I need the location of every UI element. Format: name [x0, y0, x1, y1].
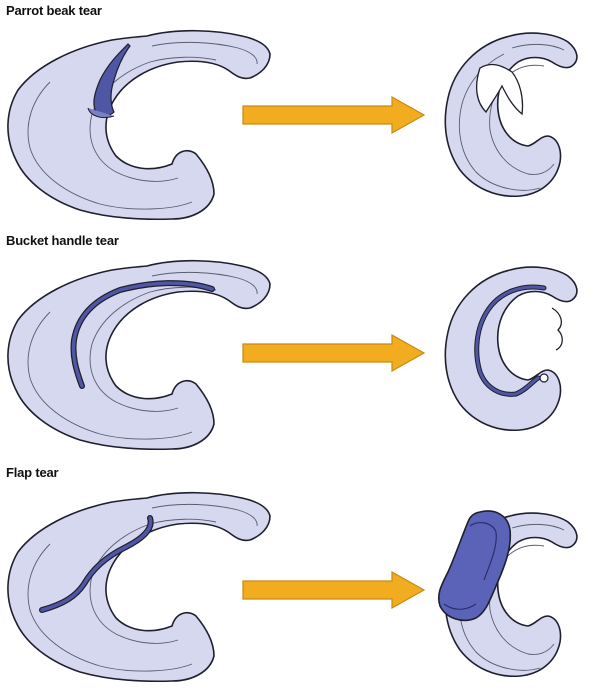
arrow-row-2 [243, 335, 424, 371]
parrot-beak-torn-meniscus [445, 33, 577, 196]
arrow-row-3 [243, 572, 424, 608]
parrot-beak-original-meniscus [8, 31, 270, 220]
flap-original-meniscus [8, 493, 270, 682]
bucket-handle-original-meniscus [8, 261, 270, 450]
arrow-row-1 [243, 97, 424, 133]
bucket-handle-torn-meniscus [445, 267, 577, 430]
